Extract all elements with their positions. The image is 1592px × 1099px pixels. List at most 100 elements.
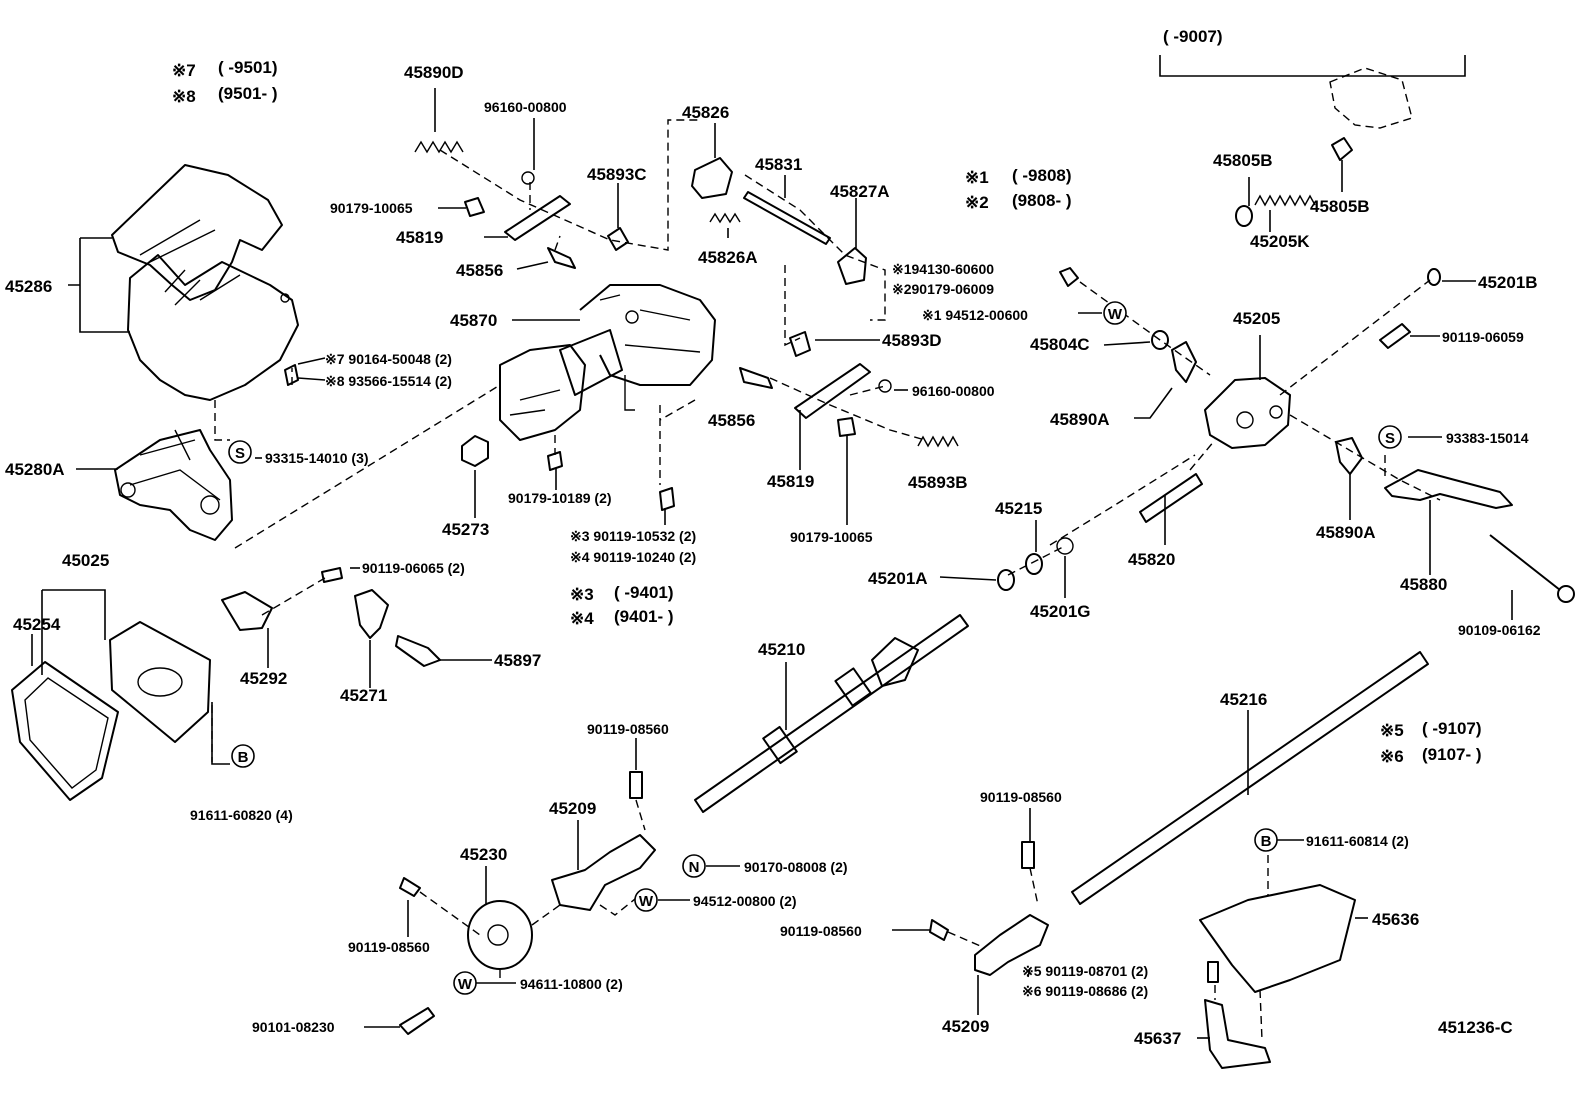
seal-45254-drawing [11, 661, 119, 801]
column-tube-drawing [499, 284, 716, 441]
washer-45804C-drawing [1151, 330, 1169, 350]
bolt-90119-08560-lower-drawing [929, 919, 949, 941]
note-2-range: (9808- ) [1012, 191, 1072, 210]
symbol-w-top: W [1103, 301, 1127, 325]
label-45025: 45025 [62, 551, 109, 570]
label-45880: 45880 [1400, 575, 1447, 594]
label-90179-10065-top: 90179-10065 [330, 200, 413, 216]
bracket-45893C-drawing [607, 227, 629, 251]
label-45205K: 45205K [1250, 232, 1310, 251]
note-6-range: (9107- ) [1422, 745, 1482, 764]
label-45804C: 45804C [1030, 335, 1090, 354]
label-45280A: 45280A [5, 460, 65, 479]
label-45893B: 45893B [908, 473, 968, 492]
note-5-marker: ※5 [1380, 721, 1404, 740]
label-90119-08560-middle: 90119-08560 [587, 721, 669, 737]
label-90119-08560-lower: 90119-08560 [780, 923, 862, 939]
joint-45209-lower-drawing [974, 914, 1049, 976]
label-90119-08701: ※5 90119-08701 (2) [1022, 963, 1148, 979]
note-7-marker: ※7 [172, 61, 196, 80]
label-90119-06059: 90119-06059 [1442, 329, 1524, 345]
note-5-range: ( -9107) [1422, 719, 1482, 738]
note-1-marker: ※1 [965, 168, 989, 187]
label-90179-10065-lower: 90179-10065 [790, 529, 873, 545]
label-45819-top: 45819 [396, 228, 443, 247]
note-1-range: ( -9808) [1012, 166, 1072, 185]
small-bolt-drawings [284, 171, 892, 511]
note-3-marker: ※3 [570, 585, 594, 604]
spring-drawings [414, 140, 1316, 448]
part-illustrations [11, 67, 1575, 1069]
range-9007: ( -9007) [1163, 27, 1223, 46]
label-90164-50048: ※7 90164-50048 (2) [325, 351, 452, 367]
upper-column-cover-drawing [111, 164, 299, 401]
label-45636: 45636 [1372, 910, 1419, 929]
plate-45890A-upper-drawing [1171, 341, 1197, 383]
svg-text:S: S [1385, 430, 1395, 447]
leader-lines [31, 55, 1513, 1039]
bushing-45805B-left-drawing [1235, 205, 1253, 227]
label-45820: 45820 [1128, 550, 1175, 569]
shaft-45831-drawing [743, 191, 831, 245]
label-94512-00800: 94512-00800 (2) [693, 893, 797, 909]
symbol-b-right: B [1254, 828, 1278, 852]
label-90179-10189: 90179-10189 (2) [508, 490, 612, 506]
label-90179-06009: ※290179-06009 [892, 281, 994, 297]
range-notes: ( -9007) ※7 ( -9501) ※8 (9501- ) ※1 ( -9… [172, 27, 1513, 1037]
label-45209-lower: 45209 [942, 1017, 989, 1036]
cover-45636-drawing [1199, 884, 1356, 993]
diagram-id: 451236-C [1438, 1018, 1513, 1037]
rod-knob-drawing [1557, 585, 1575, 603]
part-labels: 45890D 96160-00800 45826 45893C 45831 45… [5, 63, 1541, 1048]
label-45637: 45637 [1134, 1029, 1181, 1048]
assembly-dashed-lines [211, 119, 1441, 1041]
note-2-marker: ※2 [965, 193, 989, 212]
seal-45025-drawing [109, 621, 211, 743]
clamp-45271-drawing [354, 589, 389, 639]
label-45201A: 45201A [868, 569, 928, 588]
note-8-marker: ※8 [172, 87, 196, 106]
label-96160-00800-lower: 96160-00800 [912, 383, 995, 399]
nut-45273-drawing [461, 435, 489, 467]
rod-90109-drawing [1489, 534, 1561, 591]
label-45273: 45273 [442, 520, 489, 539]
label-96160-00800-top: 96160-00800 [484, 99, 567, 115]
label-45897: 45897 [494, 651, 541, 670]
label-45215: 45215 [995, 499, 1042, 518]
plate-45890A-lower-drawing [1335, 437, 1363, 475]
label-45819-lower: 45819 [767, 472, 814, 491]
label-45201B: 45201B [1478, 273, 1538, 292]
svg-text:W: W [639, 893, 654, 910]
symbol-s-left: S [228, 440, 252, 464]
label-45870: 45870 [450, 311, 497, 330]
label-45209-upper: 45209 [549, 799, 596, 818]
pin-45820-drawing [1139, 473, 1203, 523]
label-90119-08686: ※6 90119-08686 (2) [1022, 983, 1148, 999]
label-45210: 45210 [758, 640, 805, 659]
label-45827A: 45827A [830, 182, 890, 201]
bearing-45201A-drawing [997, 569, 1015, 591]
label-45254: 45254 [13, 615, 61, 634]
label-90119-06065: 90119-06065 (2) [362, 560, 465, 576]
bolt-90119-06059-drawing [1379, 323, 1411, 349]
label-45201G: 45201G [1030, 602, 1091, 621]
label-45826: 45826 [682, 103, 729, 122]
symbol-s-right: S [1378, 425, 1402, 449]
label-90119-10240: ※4 90119-10240 (2) [570, 549, 696, 565]
symbol-n: N [682, 854, 706, 878]
note-4-range: (9401- ) [614, 607, 674, 626]
label-90170-08008: 90170-08008 (2) [744, 859, 848, 875]
svg-text:W: W [458, 976, 473, 993]
label-90119-08560-left: 90119-08560 [348, 939, 430, 955]
label-45890A-upper: 45890A [1050, 410, 1110, 429]
clip-45201B-drawing [1427, 268, 1441, 286]
symbol-b-left: B [231, 744, 255, 768]
label-90109-06162: 90109-06162 [1458, 622, 1541, 638]
shaft-45216-drawing [1071, 651, 1429, 905]
label-94512-00600: ※1 94512-00600 [922, 307, 1028, 323]
label-45856-lower: 45856 [708, 411, 755, 430]
label-45893C: 45893C [587, 165, 647, 184]
label-45805B-right: 45805B [1310, 197, 1370, 216]
bracket-45893D-drawing [789, 331, 811, 357]
label-94611-10800: 94611-10800 (2) [520, 976, 623, 992]
